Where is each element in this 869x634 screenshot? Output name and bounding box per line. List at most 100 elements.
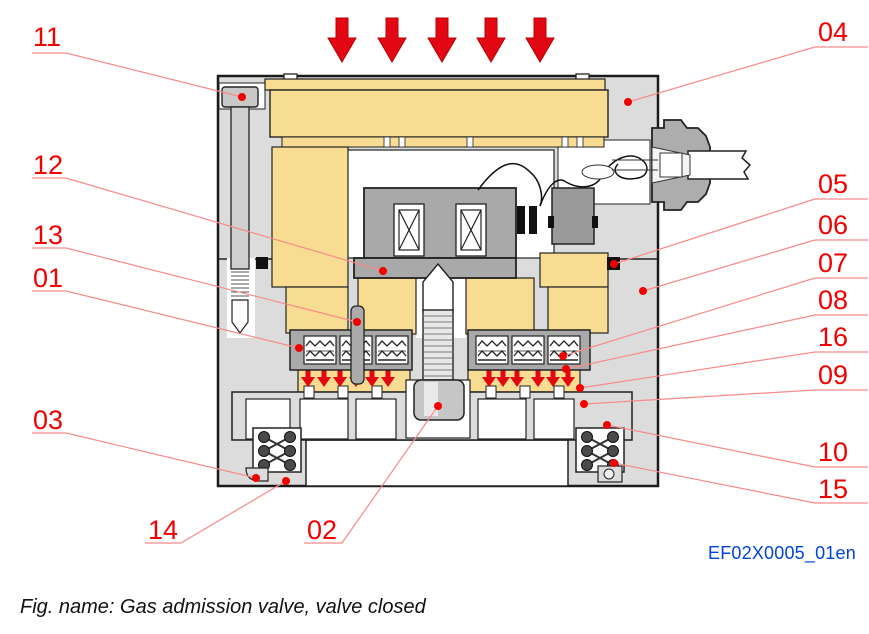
callout-number: 14 (148, 515, 178, 545)
callout-target-dot (379, 267, 387, 275)
callout-leader-line (65, 177, 384, 272)
callout-leader-line (579, 351, 816, 389)
callout-number: 01 (33, 263, 63, 293)
gas-flow-arrow-icon (525, 17, 555, 63)
valve-stem (405, 262, 471, 439)
callout-number: 07 (818, 248, 848, 278)
callout-05: 05 (610, 169, 868, 268)
callout-leader-line (341, 405, 439, 544)
solenoid-core (363, 187, 517, 259)
callout-leader-line (65, 52, 243, 98)
callout-09: 09 (580, 360, 868, 408)
gas-flow-arrow-icon (327, 17, 357, 63)
callout-number: 04 (818, 17, 848, 47)
callout-leader-line (606, 424, 816, 468)
callout-02: 02 (304, 402, 442, 545)
callout-number: 10 (818, 437, 848, 467)
callout-14: 14 (145, 477, 290, 545)
callout-target-dot (603, 421, 611, 429)
solenoid-wiring (477, 155, 648, 245)
callout-leader-line (180, 480, 287, 544)
callout-15: 15 (610, 459, 868, 504)
gas-flow-arrows (327, 17, 555, 63)
callout-target-dot (580, 400, 588, 408)
callout-target-dot (434, 402, 442, 410)
gas-flow-arrow-icon (377, 17, 407, 63)
stem-nut (413, 379, 465, 421)
wave-spring-icon (475, 335, 509, 365)
callout-target-dot (610, 260, 618, 268)
callout-06: 06 (639, 210, 868, 295)
figure-code: EF02X0005_01en (708, 543, 856, 563)
callout-leader-line (65, 432, 257, 479)
callout-target-dot (624, 98, 632, 106)
outlet-cavity (305, 439, 569, 487)
callout-leader-line (627, 46, 816, 103)
callout-number: 06 (818, 210, 848, 240)
callout-target-dot (295, 344, 303, 352)
callout-number: 09 (818, 360, 848, 390)
cable-crimp (659, 152, 683, 178)
callout-number: 16 (818, 322, 848, 352)
terminal-bar (529, 206, 537, 234)
gas-flow-arrow-icon (427, 17, 457, 63)
callout-leader-line (583, 389, 816, 405)
callout-leader-line (65, 290, 300, 349)
callout-07: 07 (559, 248, 868, 360)
callout-target-dot (252, 474, 260, 482)
mounting-bolt (221, 86, 259, 335)
cable-gland (612, 119, 752, 211)
gas-chamber-band (269, 89, 609, 138)
callout-13: 13 (32, 220, 361, 326)
coil-spring-icon (252, 427, 302, 473)
callout-number: 02 (307, 515, 337, 545)
callouts-layer: 11 12 13 01 03 14 02 04 05 06 07 08 16 09 10 15 (32, 17, 868, 545)
callout-target-dot (238, 93, 246, 101)
callout-number: 15 (818, 474, 848, 504)
callout-leader-line (562, 277, 816, 357)
callout-04: 04 (624, 17, 868, 106)
callout-leader-line (613, 198, 816, 265)
wire (477, 163, 543, 207)
callout-10: 10 (603, 421, 868, 468)
callout-target-dot (639, 287, 647, 295)
callout-leader-line (65, 247, 358, 323)
cable (687, 150, 752, 180)
callout-number: 03 (33, 405, 63, 435)
solenoid-coil-left-icon (393, 203, 425, 257)
callout-target-dot (559, 352, 567, 360)
wave-spring-icon (375, 335, 409, 365)
solenoid-assembly (353, 187, 517, 279)
wire-loop (581, 164, 615, 180)
callout-target-dot (282, 477, 290, 485)
callout-leader-line (642, 239, 816, 292)
callout-number: 11 (33, 22, 61, 52)
callout-target-dot (576, 384, 584, 392)
callout-number: 12 (33, 150, 63, 180)
callout-11: 11 (32, 22, 246, 101)
callout-number: 08 (818, 285, 848, 315)
gas-flow-arrow-icon (476, 17, 506, 63)
wave-spring-icon (511, 335, 545, 365)
callout-target-dot (610, 459, 618, 467)
guide-pin (350, 305, 365, 385)
figure-caption: Fig. name: Gas admission valve, valve cl… (20, 596, 426, 618)
solenoid-coil-right-icon (455, 203, 487, 257)
callout-03: 03 (32, 405, 260, 482)
connector-block (551, 187, 595, 245)
o-ring-seal-left (256, 257, 268, 269)
callout-leader-line (565, 314, 816, 370)
callout-target-dot (562, 365, 570, 373)
terminal-bar (517, 206, 525, 234)
callout-16: 16 (576, 322, 868, 392)
callout-target-dot (353, 318, 361, 326)
callout-leader-line (613, 462, 816, 504)
callout-number: 05 (818, 169, 848, 199)
callout-12: 12 (32, 150, 387, 275)
wave-spring-icon (303, 335, 337, 365)
callout-01: 01 (32, 263, 303, 352)
wire (539, 179, 567, 207)
callout-number: 13 (33, 220, 63, 250)
